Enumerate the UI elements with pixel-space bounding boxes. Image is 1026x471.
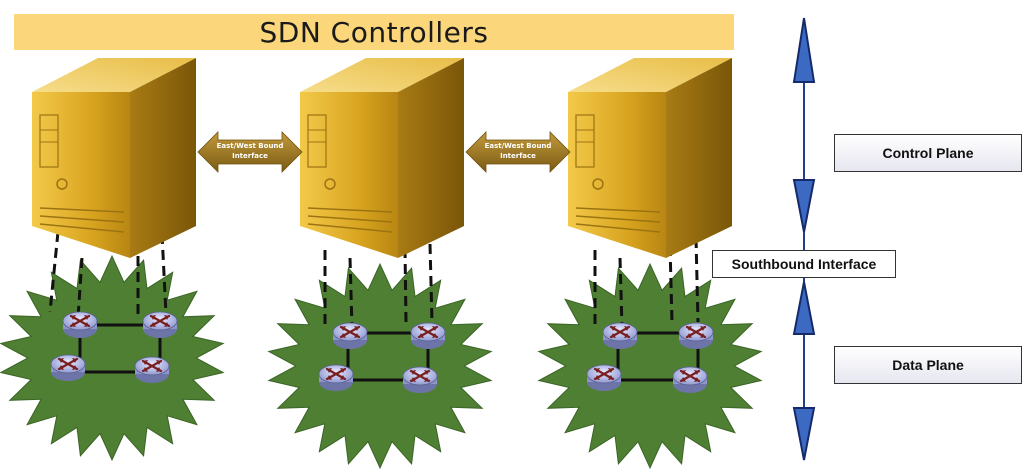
network-cloud-1 <box>0 254 225 462</box>
axis-arrow-down-icon <box>792 179 816 233</box>
router-icon <box>61 310 99 340</box>
router-icon <box>677 321 715 351</box>
east-west-interface-label-2: East/West Bound Interface <box>478 141 558 161</box>
router-icon <box>601 321 639 351</box>
axis-arrow-up-icon <box>792 17 816 83</box>
east-west-arrow-2 <box>465 131 571 173</box>
east-west-arrow-1 <box>197 131 303 173</box>
router-icon <box>585 363 623 393</box>
router-icon <box>671 365 709 395</box>
router-icon <box>401 365 439 395</box>
controller-server-3 <box>568 58 732 258</box>
banner-title: SDN Controllers <box>259 15 489 49</box>
control-plane-label: Control Plane <box>834 134 1022 172</box>
interface-label-line: East/West Bound <box>216 142 284 150</box>
interface-label-line: East/West Bound <box>484 142 552 150</box>
interface-label-line: Interface <box>500 152 536 160</box>
east-west-interface-label-1: East/West Bound Interface <box>210 141 290 161</box>
router-icon <box>141 310 179 340</box>
controller-server-1 <box>32 58 196 258</box>
banner-bar <box>14 14 734 50</box>
router-icon <box>317 363 355 393</box>
router-links <box>78 323 700 382</box>
router-icon <box>133 355 171 385</box>
router-icon <box>409 321 447 351</box>
southbound-interface-label: Southbound Interface <box>712 250 896 278</box>
data-plane-label: Data Plane <box>834 346 1022 384</box>
interface-label-line: Interface <box>232 152 268 160</box>
axis-arrow-up-icon <box>792 281 816 335</box>
router-icon <box>49 353 87 383</box>
southbound-links <box>48 231 700 330</box>
controller-server-2 <box>300 58 464 258</box>
axis-arrow-down-icon <box>792 407 816 461</box>
plane-axis <box>792 17 816 461</box>
router-icon <box>331 321 369 351</box>
network-cloud-3 <box>537 262 763 470</box>
network-cloud-2 <box>267 262 493 470</box>
